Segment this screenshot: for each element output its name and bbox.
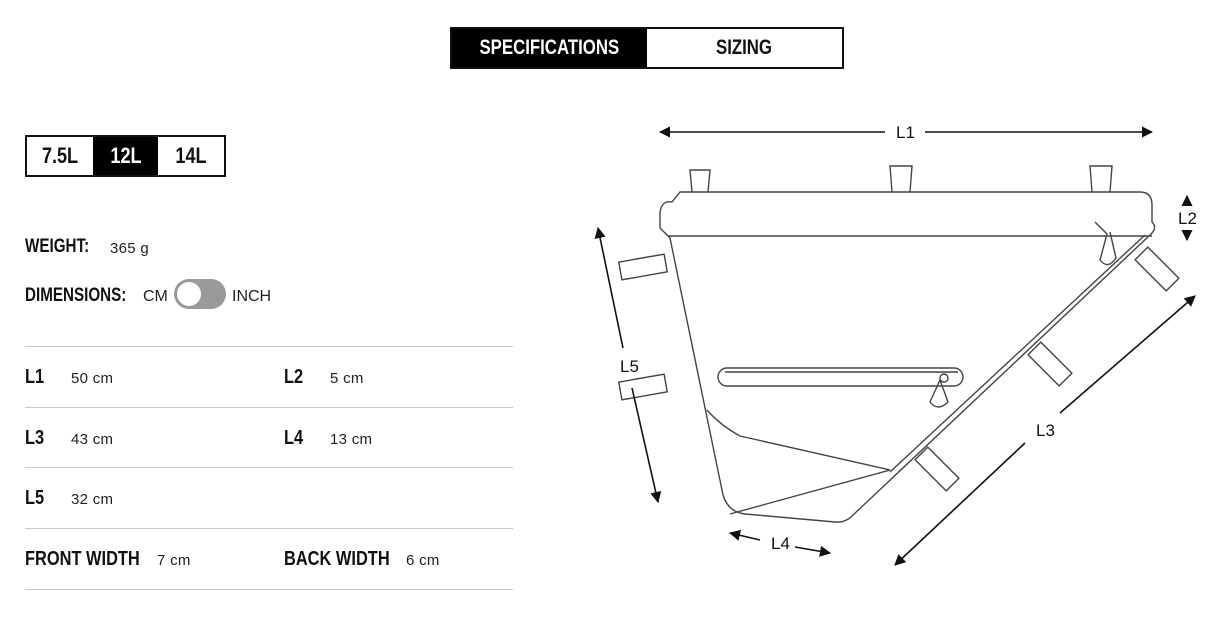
unit-toggle-knob xyxy=(177,282,201,306)
weight-value: 365 g xyxy=(110,240,150,257)
diagram-l1-label: L1 xyxy=(896,123,915,142)
frame-bag-dimension-diagram: L1 L2 L5 L4 L3 xyxy=(594,123,1197,566)
divider xyxy=(25,589,513,590)
size-option-14l[interactable]: 14L xyxy=(158,137,224,175)
divider xyxy=(25,528,513,529)
l4-arrow-left xyxy=(728,529,761,541)
spec-l2-value: 5 cm xyxy=(330,370,364,387)
dimensions-label: DIMENSIONS: xyxy=(25,285,127,306)
spec-front-width-label: FRONT WIDTH xyxy=(25,548,140,570)
l3-arrow-top xyxy=(1059,295,1196,414)
unit-toggle[interactable] xyxy=(174,279,226,309)
diagram-l2-label: L2 xyxy=(1178,209,1197,228)
unit-cm-label: CM xyxy=(143,288,168,305)
size-selector: 7.5L 12L 14L xyxy=(25,135,226,177)
l5-arrow-bottom xyxy=(631,387,662,504)
spec-l2-label: L2 xyxy=(284,366,304,388)
spec-l4-label: L4 xyxy=(284,427,304,449)
spec-l5-value: 32 cm xyxy=(71,491,114,508)
spec-back-width-label: BACK WIDTH xyxy=(284,548,390,570)
spec-l5-label: L5 xyxy=(25,487,45,509)
spec-l1-label: L1 xyxy=(25,366,45,388)
weight-label: WEIGHT: xyxy=(25,236,90,257)
divider xyxy=(25,407,513,408)
divider xyxy=(25,467,513,468)
spec-l1-value: 50 cm xyxy=(71,370,114,387)
diagram-l5-label: L5 xyxy=(620,357,639,376)
spec-front-width-value: 7 cm xyxy=(157,552,191,569)
tab-specifications[interactable]: SPECIFICATIONS xyxy=(452,29,647,67)
spec-back-width-value: 6 cm xyxy=(406,552,440,569)
diagram-l3-label: L3 xyxy=(1036,421,1055,440)
size-option-12l[interactable]: 12L xyxy=(92,137,159,175)
diagram-l4-label: L4 xyxy=(771,534,790,553)
unit-inch-label: INCH xyxy=(232,288,272,305)
frame-bag-outline xyxy=(617,165,1180,523)
view-tabs: SPECIFICATIONS SIZING xyxy=(450,27,844,69)
spec-l4-value: 13 cm xyxy=(330,431,373,448)
tab-sizing-label: SIZING xyxy=(716,36,773,59)
size-option-label: 12L xyxy=(109,143,142,168)
divider xyxy=(25,346,513,347)
l4-arrow-right xyxy=(794,545,832,557)
size-option-label: 7.5L xyxy=(41,143,78,168)
l5-arrow-top xyxy=(594,226,624,349)
spec-l3-label: L3 xyxy=(25,427,45,449)
size-option-label: 14L xyxy=(175,143,207,168)
tab-sizing[interactable]: SIZING xyxy=(647,29,842,67)
size-option-7-5l[interactable]: 7.5L xyxy=(27,137,93,175)
l3-arrow-bottom xyxy=(894,442,1026,566)
tab-specifications-label: SPECIFICATIONS xyxy=(479,36,620,59)
spec-l3-value: 43 cm xyxy=(71,431,114,448)
